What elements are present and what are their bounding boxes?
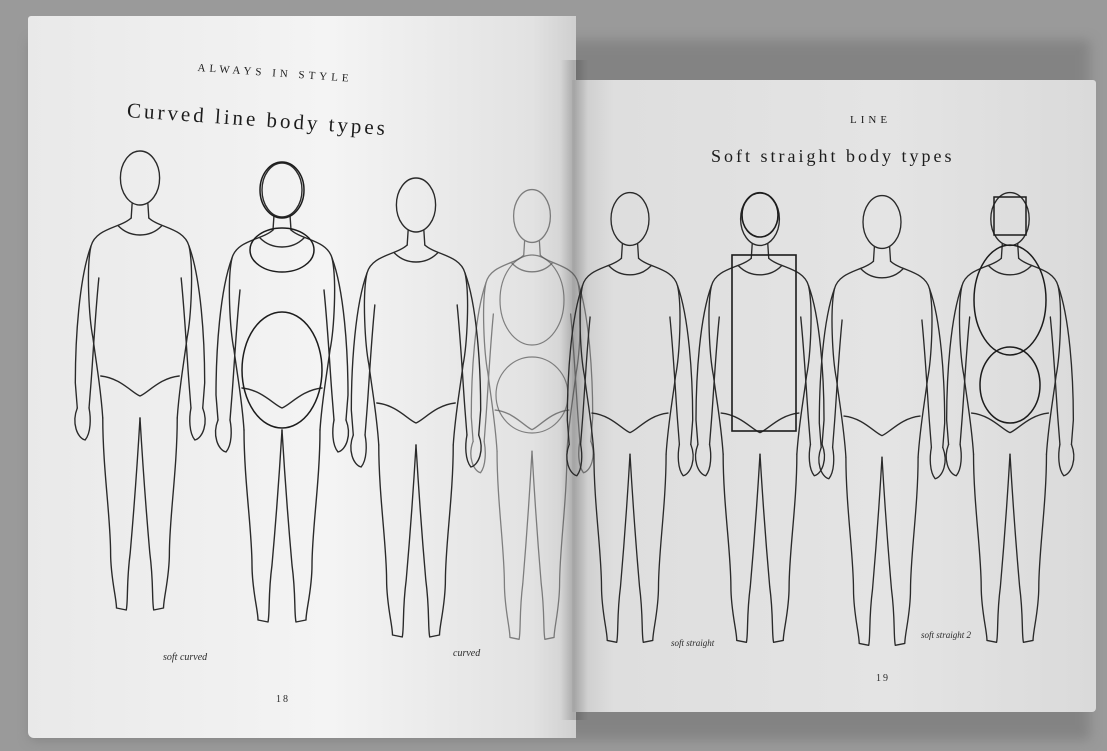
caption-curved: curved [453, 648, 480, 659]
left-page-number: 18 [276, 694, 290, 705]
right-page-title: Soft straight body types [711, 146, 955, 167]
right-running-head: LINE [850, 114, 891, 126]
caption-soft-curved: soft curved [163, 652, 207, 663]
caption-soft-straight-2: soft straight 2 [921, 630, 971, 640]
caption-soft-straight: soft straight [671, 638, 714, 648]
right-page-number: 19 [876, 673, 890, 684]
